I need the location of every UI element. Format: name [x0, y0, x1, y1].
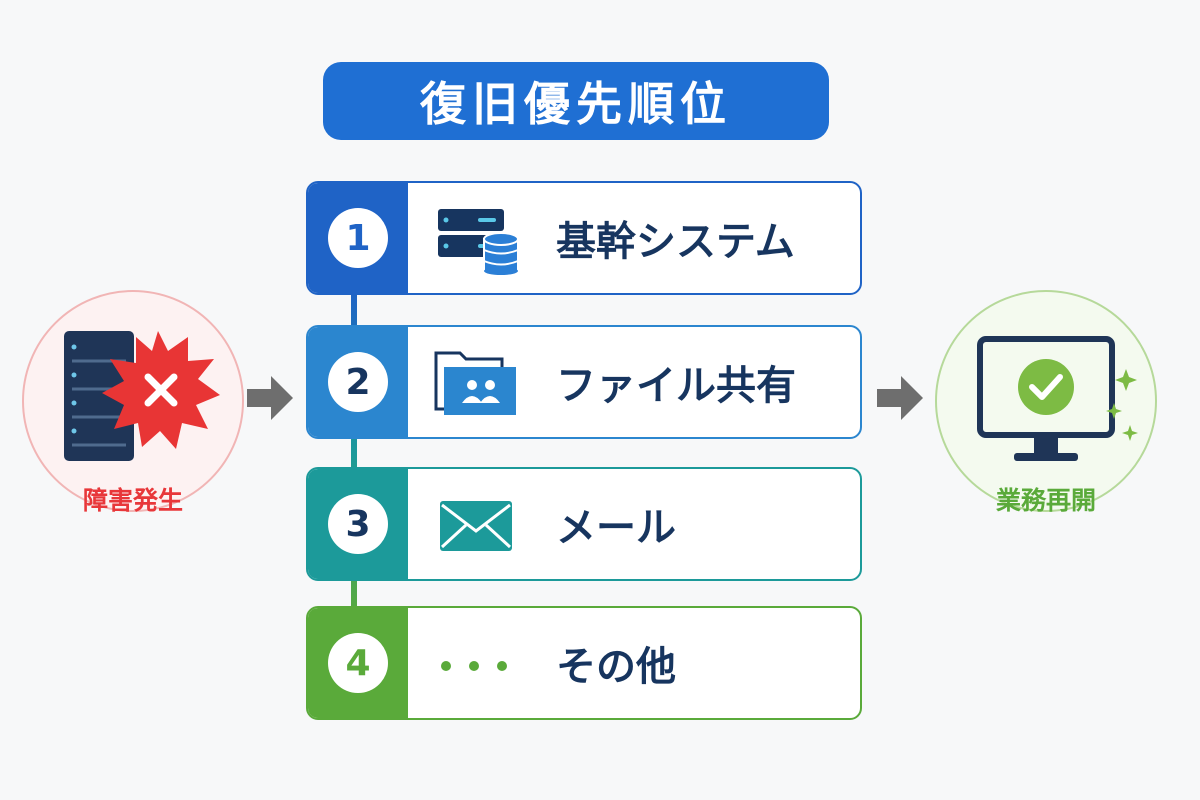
- step-label: その他: [556, 644, 676, 690]
- shared-folder-icon: [434, 351, 516, 415]
- priority-step-1: 1 基幹システム: [306, 181, 862, 295]
- ellipsis-icon: [441, 661, 507, 671]
- step-connector: [351, 290, 357, 620]
- server-error-icon: [64, 331, 220, 461]
- priority-step-4: 4 その他: [306, 606, 862, 720]
- priority-step-3: 3 メール: [306, 467, 862, 581]
- step-number: 3: [328, 494, 388, 554]
- recovery-label: 業務再開: [995, 486, 1096, 515]
- step-number-block: 2: [308, 327, 408, 437]
- priority-step-2: 2 ファイル共有: [306, 325, 862, 439]
- mail-icon: [440, 501, 512, 551]
- failure-label: 障害発生: [82, 486, 183, 515]
- step-number-block: 1: [308, 183, 408, 293]
- step-number-block: 4: [308, 608, 408, 718]
- step-label: 基幹システム: [556, 219, 795, 265]
- diagram-title: 復旧優先順位: [323, 62, 829, 140]
- arrow-right-icon: [247, 376, 293, 420]
- step-number-block: 3: [308, 469, 408, 579]
- monitor-check-icon: [977, 336, 1138, 461]
- server-database-icon: [438, 209, 519, 275]
- step-number: 1: [328, 208, 388, 268]
- arrow-right-icon: [877, 376, 923, 420]
- step-number: 4: [328, 633, 388, 693]
- step-label: メール: [556, 505, 676, 551]
- step-number: 2: [328, 352, 388, 412]
- step-label: ファイル共有: [556, 363, 796, 409]
- recovery-circle: [935, 290, 1157, 512]
